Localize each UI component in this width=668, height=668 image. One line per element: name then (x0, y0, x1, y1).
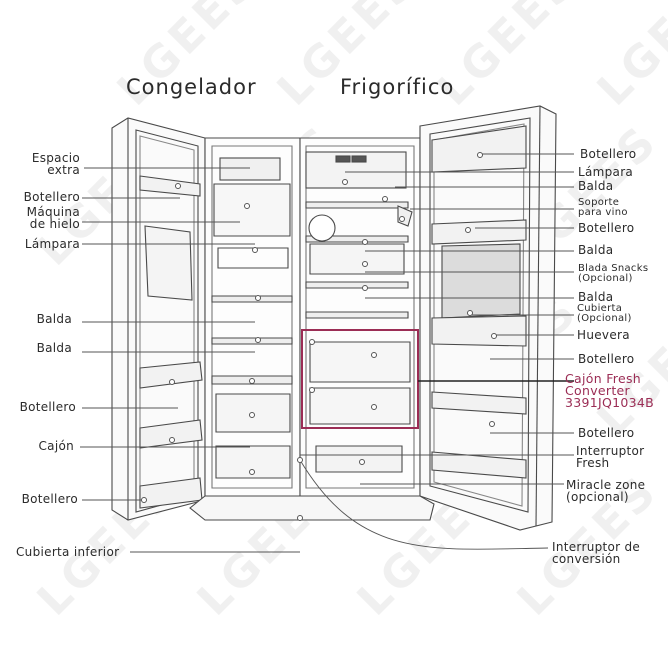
label-balda-fridge-1: Balda (578, 179, 614, 193)
label-lampara-fridge: Lámpara (578, 165, 634, 179)
label-lampara-freezer: Lámpara (24, 237, 80, 251)
label-balda-freezer-1: Balda (36, 312, 72, 326)
label-miracle-zone: Miracle zone (opcional) (566, 479, 645, 503)
label-cubierta-inferior: Cubierta inferior (16, 545, 120, 559)
label-botellero-freezer-mid: Botellero (19, 400, 76, 414)
label-botellero-freezer-bottom: Botellero (21, 492, 78, 506)
label-line: Converter (565, 383, 630, 398)
label-line: Miracle zone (566, 478, 646, 492)
label-balda-fridge-3: Balda (578, 290, 614, 304)
label-maquina-de-hielo: Máquina de hielo (10, 206, 80, 230)
label-line: Soporte (578, 197, 620, 208)
label-blada-snacks: Blada Snacks (Opcional) (578, 264, 648, 284)
label-line: Interruptor de (552, 540, 641, 554)
fridge-title: Frigorífico (340, 75, 455, 99)
label-soporte-para-vino: Soporte para vino (578, 198, 628, 218)
label-botellero-fridge-top: Botellero (580, 147, 637, 161)
label-line: Fresh (576, 456, 610, 470)
label-cajon-fresh-converter: Cajón Fresh Converter 3391JQ1034B (565, 371, 655, 410)
label-botellero-fridge-2: Botellero (578, 221, 635, 235)
label-balda-fridge-2: Balda (578, 243, 614, 257)
label-botellero-fridge-4: Botellero (578, 426, 635, 440)
label-line: Cubierta (577, 303, 623, 314)
label-line: Blada Snacks (578, 263, 649, 274)
fresh-converter-highlight (301, 329, 419, 429)
label-botellero-freezer-top: Botellero (23, 190, 80, 204)
label-botellero-fridge-3: Botellero (578, 352, 635, 366)
label-huevera: Huevera (577, 328, 630, 342)
part-number: 3391JQ1034B (565, 395, 655, 410)
label-line: (opcional) (566, 490, 629, 504)
label-line: extra (47, 163, 80, 177)
label-interruptor-de-conversion: Interruptor de conversión (552, 541, 640, 565)
label-line: de hielo (29, 217, 80, 231)
label-line: Máquina (26, 205, 80, 219)
label-espacio-extra: Espacio extra (20, 152, 80, 176)
label-line: Espacio (31, 151, 80, 165)
label-line: para vino (578, 207, 628, 218)
label-cajon-freezer: Cajón (38, 439, 74, 453)
label-line: Interruptor (576, 444, 645, 458)
label-cubierta-opcional: Cubierta (Opcional) (577, 304, 632, 324)
label-interruptor-fresh: Interruptor Fresh (576, 445, 644, 469)
freezer-title: Congelador (126, 75, 257, 99)
label-line: (Opcional) (578, 273, 633, 284)
label-line: Cajón Fresh (565, 371, 641, 386)
label-balda-freezer-2: Balda (36, 341, 72, 355)
label-line: conversión (552, 552, 621, 566)
label-line: (Opcional) (577, 313, 632, 324)
